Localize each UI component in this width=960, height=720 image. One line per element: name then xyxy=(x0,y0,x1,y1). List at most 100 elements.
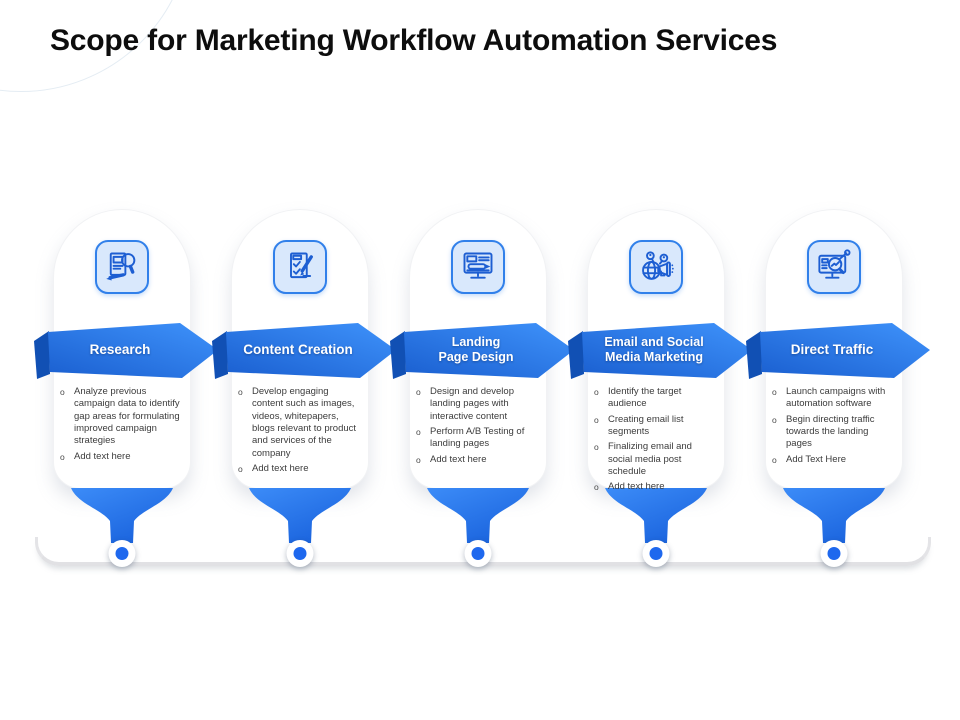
stage-column-content-creation: Content Creation o Develop engaging conte… xyxy=(211,210,396,600)
stage-title: Direct Traffic xyxy=(754,324,910,376)
stage-title-line: Landing xyxy=(451,335,501,350)
timeline-dot-core xyxy=(293,547,307,560)
timeline-dot xyxy=(464,540,492,567)
bullet-text: Creating email list segments xyxy=(608,413,684,438)
stage-title-line: Research xyxy=(89,342,151,358)
stage-title: Landing Page Design xyxy=(398,324,554,376)
bullet-text: Design and develop landing pages with in… xyxy=(430,386,514,422)
timeline-dot xyxy=(108,540,136,567)
ribbon-banner-shape xyxy=(746,323,930,379)
timeline-dot xyxy=(286,540,314,567)
bullet-text: Launch campaigns with automation softwar… xyxy=(786,386,886,410)
bullet-text: Add text here xyxy=(74,450,131,462)
bullet-item: o Finalizing email and social media post … xyxy=(594,441,718,478)
stage-title-line: Page Design xyxy=(438,350,514,364)
stage-bullet-list: o Analyze previous campaign data to ident… xyxy=(60,386,184,466)
bullet-marker: o xyxy=(238,387,243,397)
bullet-text: Analyze previous campaign data to identi… xyxy=(74,386,180,447)
bullet-marker: o xyxy=(416,427,421,438)
bullet-marker: o xyxy=(594,414,599,425)
bullet-marker: o xyxy=(238,464,243,475)
timeline-dot-core xyxy=(827,547,841,560)
funnel-shape xyxy=(71,488,173,543)
timeline-dot xyxy=(642,540,670,567)
ribbon-banner-shape xyxy=(568,323,752,379)
stage-column-landing-page-design: Landing Page Design o Design and develop … xyxy=(389,210,574,600)
bullet-marker: o xyxy=(594,387,599,397)
bullet-text: Add text here xyxy=(608,481,665,493)
stage-ribbon: Research xyxy=(32,322,218,380)
research-document-magnifier-icon xyxy=(106,252,136,281)
bullet-marker: o xyxy=(60,451,65,462)
bullet-item: o Add text here xyxy=(238,463,362,475)
bullet-item: o Add text here xyxy=(60,451,184,463)
bullet-item: o Perform A/B Testing of landing pages xyxy=(416,426,540,451)
research-icon-tile xyxy=(95,240,149,294)
monitor-analytics-magnifier-icon xyxy=(818,249,851,279)
bullet-text: Finalizing email and social media post s… xyxy=(608,441,692,478)
stage-column-research: Research o Analyze previous campaign data… xyxy=(33,210,218,600)
stage-title-line: Media Marketing xyxy=(605,350,703,364)
ribbon-banner-shape xyxy=(34,323,218,379)
bullet-marker: o xyxy=(416,387,421,397)
ribbon-banner-shape xyxy=(390,323,574,379)
funnel-shape xyxy=(427,488,529,543)
stage-title: Email and Social Media Marketing xyxy=(576,324,732,376)
timeline-dot xyxy=(820,540,848,567)
bullet-marker: o xyxy=(772,454,777,465)
direct-traffic-icon-tile xyxy=(807,240,861,294)
slide-title: Scope for Marketing Workflow Automation … xyxy=(50,24,778,57)
stage-bullet-list: o Develop engaging content such as images… xyxy=(238,386,362,478)
bullet-marker: o xyxy=(772,387,777,397)
funnel-shape xyxy=(783,488,885,543)
globe-megaphone-icon xyxy=(642,251,674,280)
stage-column-email-social-media: Email and Social Media Marketing o Identi… xyxy=(567,210,752,600)
timeline-dot-core xyxy=(471,547,485,560)
bullet-item: o Design and develop landing pages with i… xyxy=(416,386,540,423)
stage-title-line: Email and Social xyxy=(604,335,704,350)
content-checklist-pen-icon xyxy=(290,252,313,279)
stage-ribbon: Landing Page Design xyxy=(388,322,574,380)
stage-ribbon: Direct Traffic xyxy=(744,322,930,380)
bullet-item: o Add Text Here xyxy=(772,454,896,466)
bullet-text: Add text here xyxy=(252,463,309,475)
content-creation-icon-tile xyxy=(273,240,327,294)
stage-bullet-list: o Launch campaigns with automation softwa… xyxy=(772,386,896,469)
stage-title: Content Creation xyxy=(220,324,376,376)
bullet-text: Add text here xyxy=(430,453,487,465)
bullet-text: Add Text Here xyxy=(786,453,847,465)
bullet-item: o Analyze previous campaign data to ident… xyxy=(60,386,184,448)
bullet-text: Identify the target audience xyxy=(608,386,682,410)
stage-ribbon: Email and Social Media Marketing xyxy=(566,322,752,380)
stage-column-direct-traffic: Direct Traffic o Launch campaigns with au… xyxy=(745,210,930,600)
bullet-text: Develop engaging content such as images,… xyxy=(252,386,357,459)
bullet-marker: o xyxy=(416,454,421,465)
bullet-text: Perform A/B Testing of landing pages xyxy=(430,426,525,450)
landing-page-monitor-icon xyxy=(463,252,493,279)
bullet-marker: o xyxy=(594,442,599,453)
bullet-marker: o xyxy=(594,482,599,493)
stage-title-line: Direct Traffic xyxy=(790,342,874,358)
funnel-shape xyxy=(605,488,707,543)
ribbon-banner-shape xyxy=(212,323,396,379)
bullet-marker: o xyxy=(772,414,777,425)
bullet-item: o Add text here xyxy=(594,481,718,493)
timeline-dot-core xyxy=(649,547,663,560)
bullet-item: o Identify the target audience xyxy=(594,386,718,411)
stage-title: Research xyxy=(42,324,198,376)
bullet-item: o Creating email list segments xyxy=(594,414,718,439)
stage-bullet-list: o Design and develop landing pages with i… xyxy=(416,386,540,469)
email-social-icon-tile xyxy=(629,240,683,294)
funnel-shape xyxy=(249,488,351,543)
bullet-marker: o xyxy=(60,387,65,397)
bullet-item: o Add text here xyxy=(416,454,540,466)
landing-page-icon-tile xyxy=(451,240,505,294)
stage-title-line: Content Creation xyxy=(243,342,353,358)
bullet-item: o Begin directing traffic towards the lan… xyxy=(772,414,896,451)
bullet-item: o Develop engaging content such as images… xyxy=(238,386,362,460)
bullet-item: o Launch campaigns with automation softwa… xyxy=(772,386,896,411)
bullet-text: Begin directing traffic towards the land… xyxy=(786,413,875,450)
stage-ribbon: Content Creation xyxy=(210,322,396,380)
